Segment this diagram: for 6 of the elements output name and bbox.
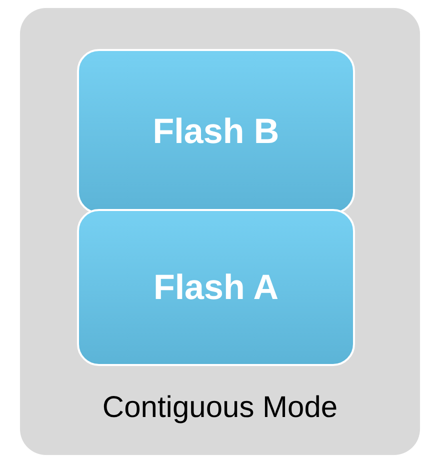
block-label: Flash A (153, 268, 279, 308)
block-label: Flash B (152, 112, 280, 152)
memory-block (77, 49, 355, 214)
memory-block (77, 209, 355, 366)
panel-background (20, 8, 420, 455)
mode-label: Contiguous Mode (101, 391, 339, 425)
